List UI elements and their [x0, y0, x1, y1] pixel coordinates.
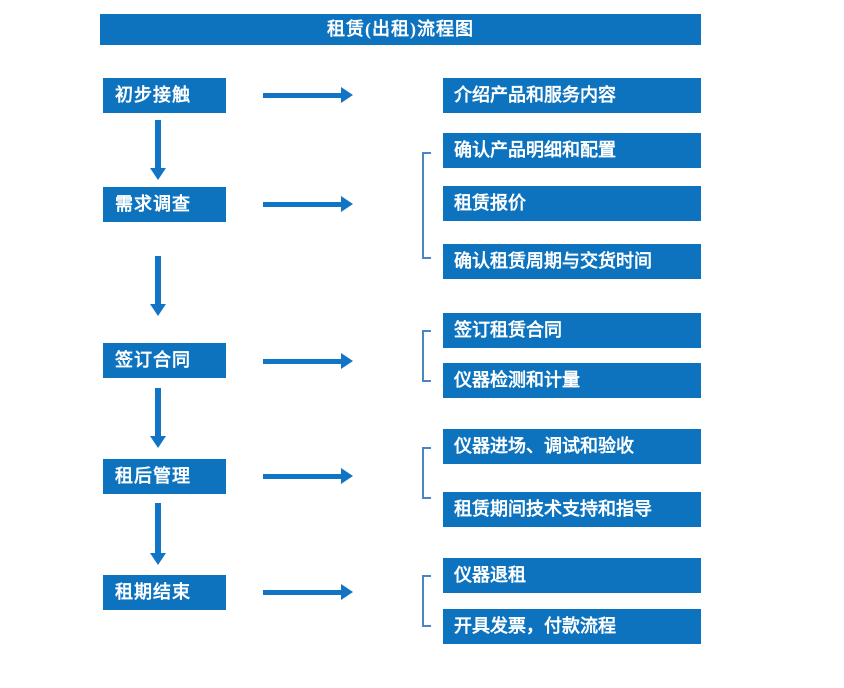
- arrow-head: [341, 196, 353, 212]
- arrow-right-icon: [263, 353, 353, 369]
- arrow-right-icon: [263, 87, 353, 103]
- arrow-stem: [263, 589, 342, 595]
- arrow-stem: [263, 473, 342, 479]
- flowchart-title: 租赁(出租)流程图: [100, 14, 701, 45]
- target-box-instrument-entry: 仪器进场、调试和验收: [443, 429, 701, 464]
- arrow-down-icon: [150, 256, 166, 316]
- group-bracket-rental-end: [422, 575, 431, 627]
- arrow-right-icon: [263, 584, 353, 600]
- arrow-down-icon: [150, 503, 166, 565]
- target-box-confirm-period: 确认租赁周期与交货时间: [443, 244, 701, 279]
- target-box-confirm-details: 确认产品明细和配置: [443, 133, 701, 168]
- target-box-sign-rental-contract: 签订租赁合同: [443, 313, 701, 348]
- stage-box-post-rental: 租后管理: [103, 459, 226, 494]
- target-box-instrument-testing: 仪器检测和计量: [443, 363, 701, 398]
- stage-box-initial-contact: 初步接触: [103, 78, 226, 113]
- target-box-instrument-return: 仪器退租: [443, 558, 701, 593]
- arrow-down-icon: [150, 120, 166, 180]
- arrow-right-icon: [263, 196, 353, 212]
- group-bracket-sign-contract: [422, 330, 431, 382]
- arrow-head: [341, 87, 353, 103]
- arrow-head: [150, 304, 166, 316]
- target-box-rental-quote: 租赁报价: [443, 186, 701, 221]
- stage-box-demand-survey: 需求调查: [103, 187, 226, 222]
- target-box-tech-support: 租赁期间技术支持和指导: [443, 492, 701, 527]
- arrow-down-icon: [150, 388, 166, 448]
- arrow-head: [341, 353, 353, 369]
- arrow-stem: [155, 256, 161, 305]
- target-box-introduce-products: 介绍产品和服务内容: [443, 78, 701, 113]
- arrow-stem: [263, 92, 342, 98]
- arrow-stem: [155, 503, 161, 554]
- target-box-invoice-payment: 开具发票，付款流程: [443, 609, 701, 644]
- group-bracket-demand-survey: [422, 152, 431, 259]
- stage-box-sign-contract: 签订合同: [103, 343, 226, 378]
- arrow-head: [341, 584, 353, 600]
- arrow-stem: [263, 358, 342, 364]
- group-bracket-post-rental: [422, 447, 431, 499]
- arrow-head: [150, 553, 166, 565]
- stage-box-rental-end: 租期结束: [103, 575, 226, 610]
- arrow-stem: [155, 388, 161, 437]
- arrow-head: [150, 168, 166, 180]
- arrow-head: [341, 468, 353, 484]
- arrow-head: [150, 436, 166, 448]
- arrow-right-icon: [263, 468, 353, 484]
- arrow-stem: [155, 120, 161, 169]
- arrow-stem: [263, 201, 342, 207]
